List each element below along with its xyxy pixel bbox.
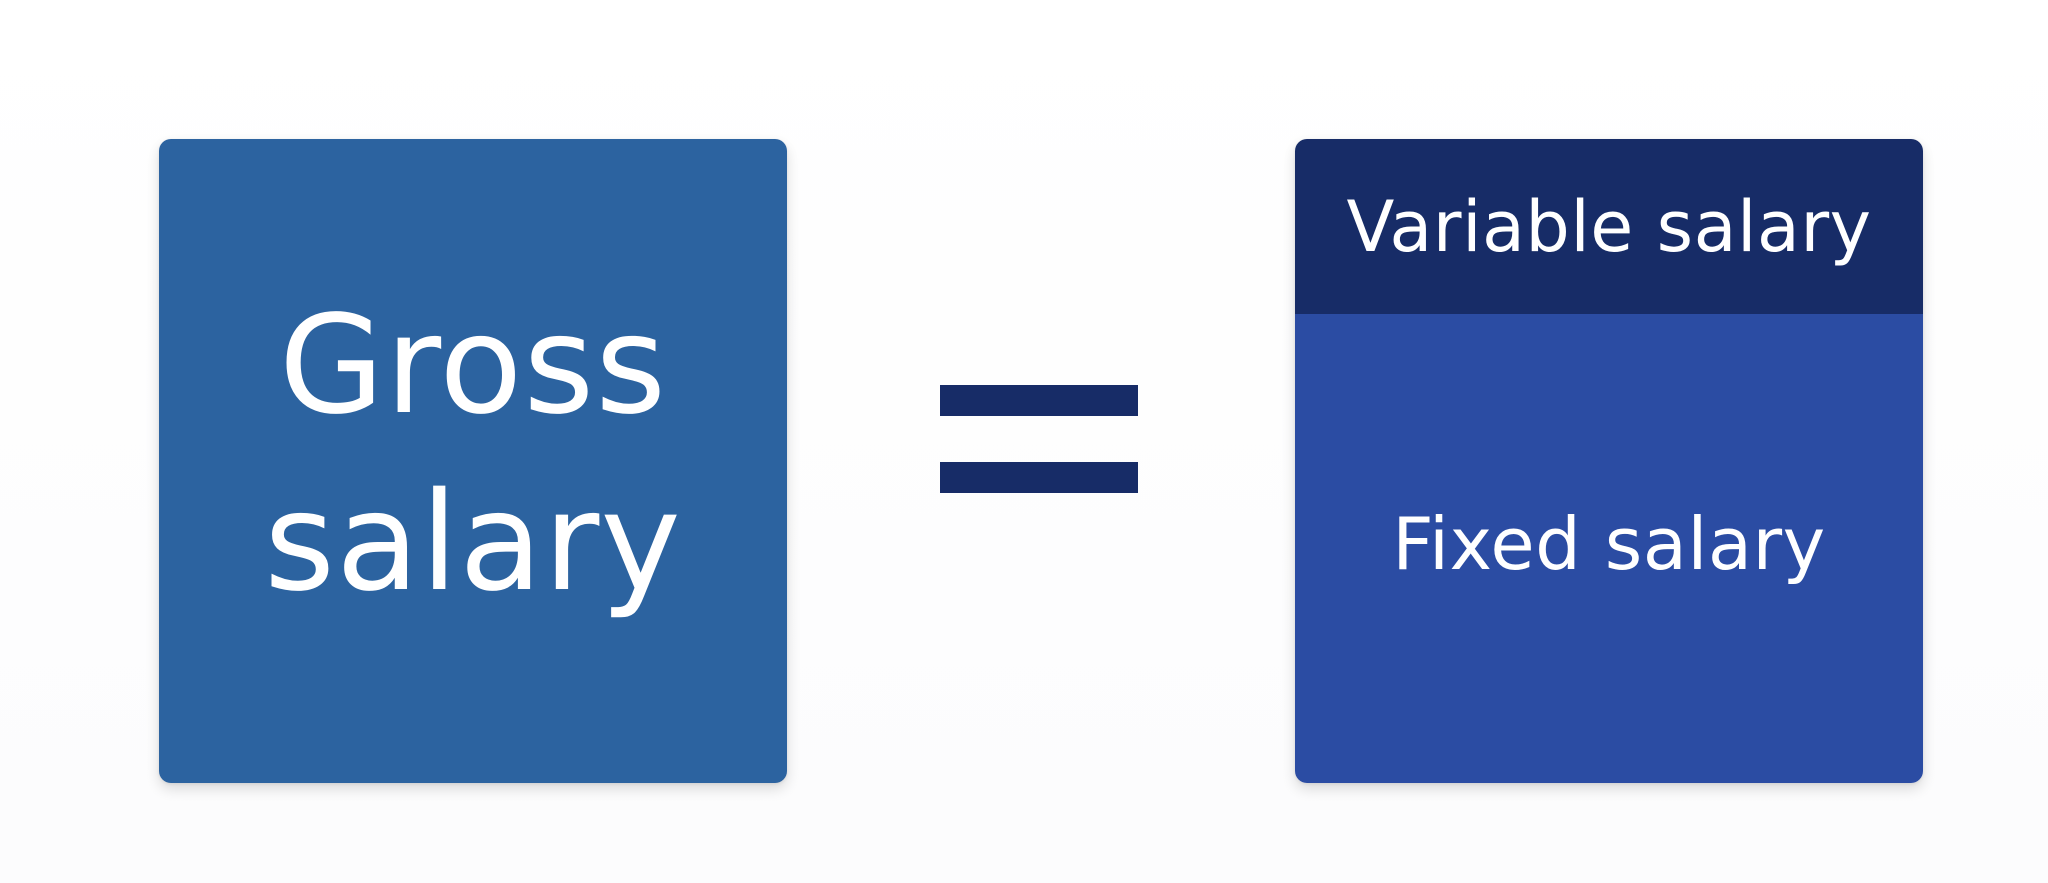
salary-components-box: Variable salary Fixed salary [1295, 139, 1923, 783]
variable-salary-segment: Variable salary [1295, 139, 1923, 314]
variable-salary-label: Variable salary [1346, 185, 1872, 268]
gross-salary-label: Gross salary [264, 287, 682, 622]
gross-salary-box: Gross salary [159, 139, 787, 783]
fixed-salary-label: Fixed salary [1392, 501, 1826, 586]
equals-sign-top-bar [940, 385, 1138, 416]
equals-sign-bottom-bar [940, 462, 1138, 493]
fixed-salary-segment: Fixed salary [1295, 314, 1923, 783]
